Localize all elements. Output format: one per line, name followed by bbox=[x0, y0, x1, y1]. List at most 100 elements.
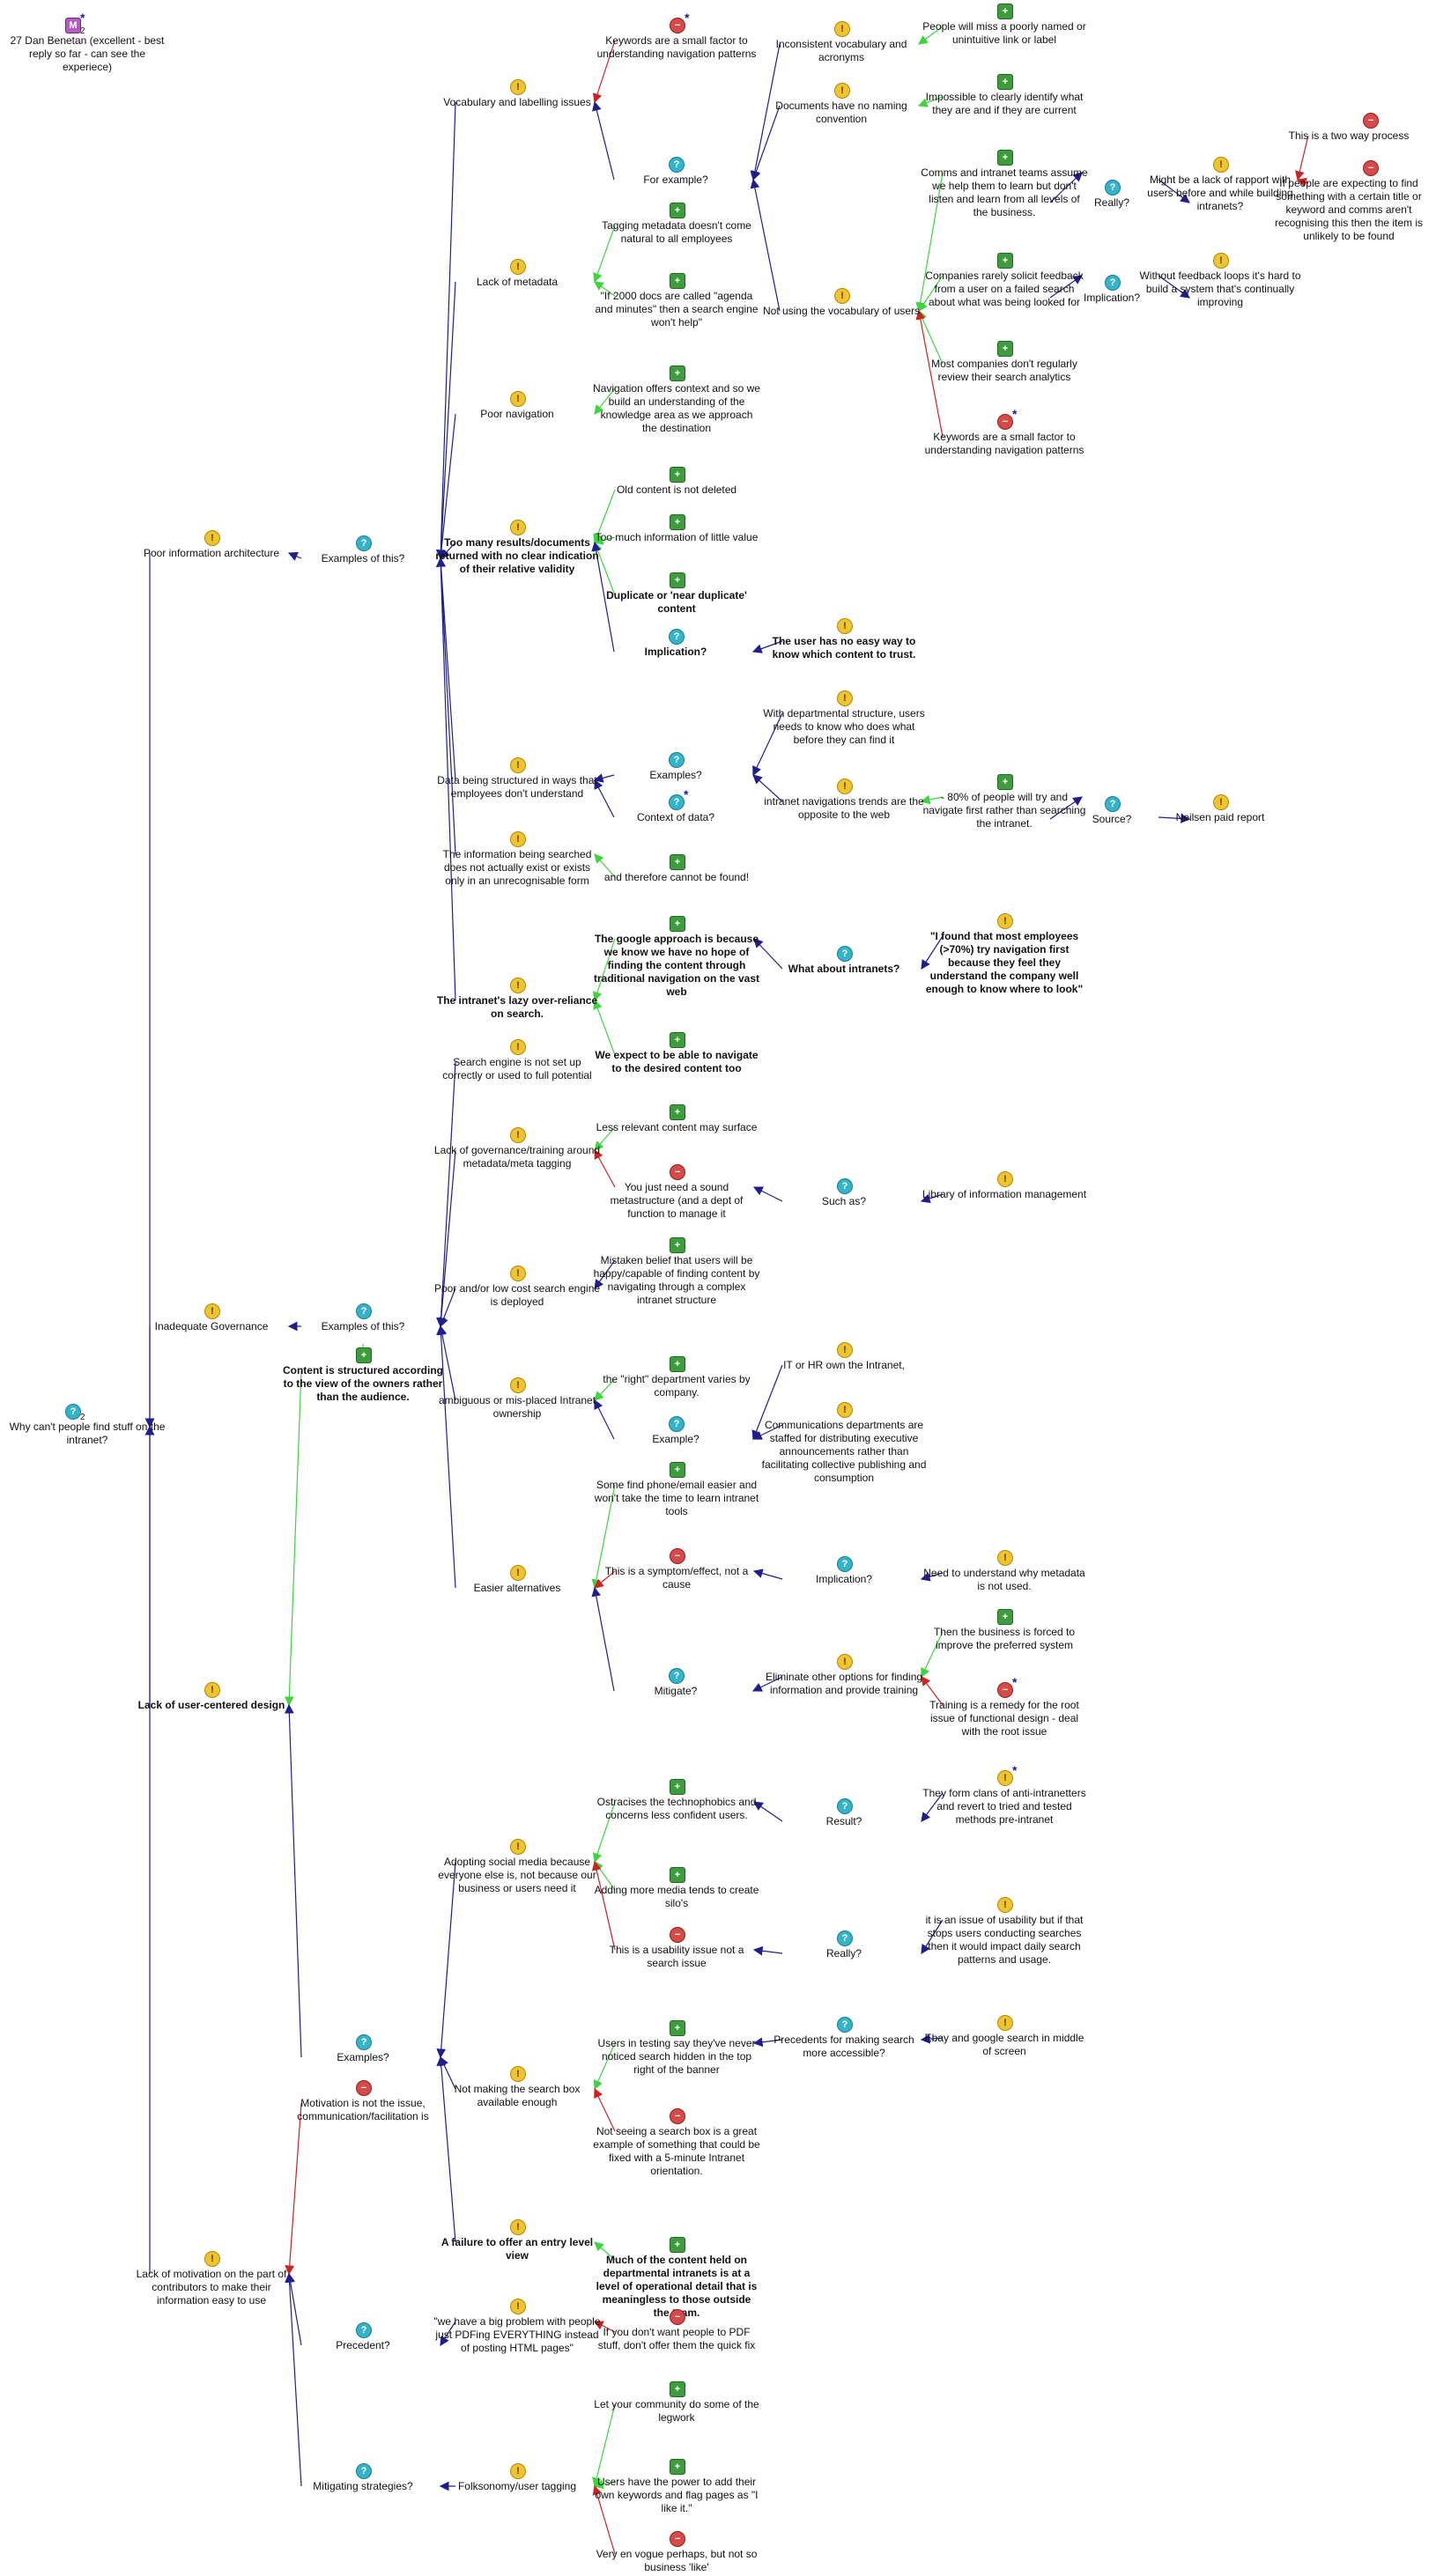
node-label-nav-trends[interactable]: intranet navigations trends are the oppo… bbox=[764, 795, 924, 821]
node-label-inadequate[interactable]: Inadequate Governance bbox=[154, 1320, 269, 1332]
node-label-feedback-loops[interactable]: Without feedback loops it's hard to buil… bbox=[1139, 269, 1301, 308]
node-label-review-analytics[interactable]: Most companies don't regularly review th… bbox=[931, 358, 1077, 383]
idea-icon[interactable]: ! bbox=[510, 2463, 526, 2479]
idea-icon[interactable]: ! bbox=[837, 618, 853, 634]
idea-icon[interactable]: ! bbox=[510, 1266, 526, 1281]
question-icon[interactable]: ? bbox=[356, 2463, 372, 2479]
pro-icon[interactable]: + bbox=[670, 1462, 685, 1478]
pro-icon[interactable]: + bbox=[670, 916, 685, 932]
node-label-precedents[interactable]: Precedents for making search more access… bbox=[774, 2033, 914, 2059]
node-label-ex5[interactable]: Examples? bbox=[337, 2051, 389, 2063]
question-icon[interactable]: ? bbox=[837, 1178, 853, 1194]
node-label-clans[interactable]: They form clans of anti-intranetters and… bbox=[922, 1787, 1086, 1826]
con-icon[interactable]: − bbox=[997, 1682, 1013, 1698]
node-label-ex3[interactable]: Examples of this? bbox=[321, 1320, 405, 1332]
node-label-right-dept[interactable]: the "right" department varies by company… bbox=[603, 1373, 751, 1399]
node-label-more-media[interactable]: Adding more media tends to create silo's bbox=[594, 1884, 759, 1909]
node-label-dont-want-pdf[interactable]: If you don't want people to PDF stuff, d… bbox=[597, 2326, 756, 2351]
pro-icon[interactable]: + bbox=[670, 2237, 685, 2253]
pro-icon[interactable]: + bbox=[997, 774, 1013, 790]
node-label-root[interactable]: Why can't people find stuff on the intra… bbox=[9, 1421, 166, 1446]
node-label-lazy[interactable]: The intranet's lazy over-reliance on sea… bbox=[436, 994, 598, 1020]
pro-icon[interactable]: + bbox=[670, 572, 685, 588]
idea-icon[interactable]: ! bbox=[510, 1377, 526, 1393]
idea-icon[interactable]: ! bbox=[510, 259, 526, 275]
question-icon[interactable]: ? bbox=[65, 1404, 81, 1420]
con-icon[interactable]: − bbox=[356, 2080, 372, 2096]
idea-icon[interactable]: ! bbox=[510, 79, 526, 95]
idea-icon[interactable]: ! bbox=[204, 1682, 220, 1698]
idea-icon[interactable]: ! bbox=[510, 2066, 526, 2082]
node-label-duplicate[interactable]: Duplicate or 'near duplicate' content bbox=[606, 589, 747, 615]
pro-icon[interactable]: + bbox=[997, 341, 1013, 357]
node-label-impl1[interactable]: Implication? bbox=[1083, 292, 1141, 304]
node-label-social-media[interactable]: Adopting social media because everyone e… bbox=[438, 1856, 596, 1894]
node-label-rapport[interactable]: Might be a lack of rapport with users be… bbox=[1147, 173, 1293, 212]
node-label-users-power[interactable]: Users have the power to add their own ke… bbox=[595, 2476, 759, 2514]
idea-icon[interactable]: ! bbox=[837, 1654, 853, 1670]
question-icon[interactable]: ? bbox=[837, 946, 853, 962]
con-icon[interactable]: − bbox=[997, 414, 1013, 430]
node-label-poor-nav[interactable]: Poor navigation bbox=[480, 408, 554, 420]
node-label-impl2[interactable]: Implication? bbox=[644, 646, 707, 658]
pro-icon[interactable]: + bbox=[670, 854, 685, 870]
idea-icon[interactable]: ! bbox=[510, 978, 526, 993]
idea-icon[interactable]: ! bbox=[204, 530, 220, 546]
question-icon[interactable]: ? bbox=[669, 794, 685, 810]
node-label-search-setup[interactable]: Search engine is not set up correctly or… bbox=[442, 1056, 592, 1081]
idea-icon[interactable]: ! bbox=[997, 1770, 1013, 1786]
node-label-found-most[interactable]: "I found that most employees (>70%) try … bbox=[925, 930, 1084, 995]
node-label-no-easy[interactable]: The user has no easy way to know which c… bbox=[772, 635, 916, 661]
node-label-ebay[interactable]: Ebay and google search in middle of scre… bbox=[924, 2032, 1084, 2057]
idea-icon[interactable]: ! bbox=[510, 1839, 526, 1855]
node-label-impossible[interactable]: Impossible to clearly identify what they… bbox=[925, 91, 1084, 116]
node-label-comms-depts[interactable]: Communications departments are staffed f… bbox=[761, 1419, 927, 1484]
node-label-it-hr[interactable]: IT or HR own the Intranet, bbox=[783, 1359, 905, 1371]
idea-icon[interactable]: ! bbox=[1213, 253, 1229, 269]
node-label-mitigate[interactable]: Mitigate? bbox=[654, 1685, 698, 1697]
question-icon[interactable]: ? bbox=[1105, 180, 1121, 196]
question-icon[interactable]: ? bbox=[356, 2322, 372, 2338]
node-label-too-many[interactable]: Too many results/documents returned with… bbox=[435, 536, 599, 575]
idea-icon[interactable]: ! bbox=[997, 2015, 1013, 2031]
con-icon[interactable]: − bbox=[1363, 160, 1379, 176]
question-icon[interactable]: ? bbox=[356, 535, 372, 551]
question-icon[interactable]: ? bbox=[837, 1798, 853, 1814]
node-label-dept-struct[interactable]: With departmental structure, users needs… bbox=[763, 707, 925, 746]
idea-icon[interactable]: ! bbox=[834, 83, 850, 99]
idea-icon[interactable]: ! bbox=[510, 391, 526, 407]
con-icon[interactable]: − bbox=[670, 1548, 685, 1564]
question-icon[interactable]: ? bbox=[837, 1556, 853, 1572]
node-label-motivation-not[interactable]: Motivation is not the issue, communicati… bbox=[297, 2097, 429, 2122]
idea-icon[interactable]: ! bbox=[837, 779, 853, 794]
con-icon[interactable]: − bbox=[670, 1927, 685, 1943]
node-label-source[interactable]: Source? bbox=[1092, 813, 1132, 825]
node-label-docs-agenda[interactable]: "If 2000 docs are called "agenda and min… bbox=[595, 290, 759, 328]
node-label-folksonomy[interactable]: Folksonomy/user tagging bbox=[457, 2480, 577, 2492]
con-icon[interactable]: − bbox=[670, 2309, 685, 2325]
pro-icon[interactable]: + bbox=[997, 1609, 1013, 1625]
node-label-eliminate[interactable]: Eliminate other options for finding info… bbox=[765, 1671, 923, 1696]
question-icon[interactable]: ? bbox=[1105, 275, 1121, 291]
node-label-symptom[interactable]: This is a symptom/effect, not a cause bbox=[604, 1565, 749, 1591]
node-label-vocab[interactable]: Vocabulary and labelling issues bbox=[443, 96, 591, 108]
node-label-nielsen[interactable]: Neilsen paid report bbox=[1175, 811, 1265, 823]
node-label-inconsistent[interactable]: Inconsistent vocabulary and acronyms bbox=[775, 38, 907, 63]
node-label-ex2[interactable]: Examples? bbox=[649, 769, 702, 781]
idea-icon[interactable]: ! bbox=[834, 288, 850, 304]
node-label-eighty[interactable]: - 80% of people will try and navigate fi… bbox=[922, 791, 1086, 830]
node-label-what-intranets[interactable]: What about intranets? bbox=[788, 963, 900, 975]
idea-icon[interactable]: ! bbox=[1213, 794, 1229, 810]
node-label-lack-motivation[interactable]: Lack of motivation on the part of contri… bbox=[136, 2268, 287, 2307]
node-label-impl3[interactable]: Implication? bbox=[815, 1573, 873, 1585]
question-icon[interactable]: ? bbox=[356, 1303, 372, 1319]
node-label-not-exist[interactable]: The information being searched does not … bbox=[442, 848, 592, 887]
node-label-usability[interactable]: This is a usability issue not a search i… bbox=[609, 1944, 744, 1969]
node-label-really2[interactable]: Really? bbox=[825, 1947, 862, 1960]
node-label-kw-small-mid[interactable]: Keywords are a small factor to understan… bbox=[924, 431, 1084, 456]
idea-icon[interactable]: ! bbox=[510, 2299, 526, 2314]
idea-icon[interactable]: ! bbox=[204, 2251, 220, 2267]
idea-icon[interactable]: ! bbox=[510, 1039, 526, 1055]
node-label-poor-ia[interactable]: Poor information architecture bbox=[143, 547, 280, 559]
node-label-ambiguous[interactable]: ambiguous or mis-placed Intranet ownersh… bbox=[438, 1394, 596, 1420]
